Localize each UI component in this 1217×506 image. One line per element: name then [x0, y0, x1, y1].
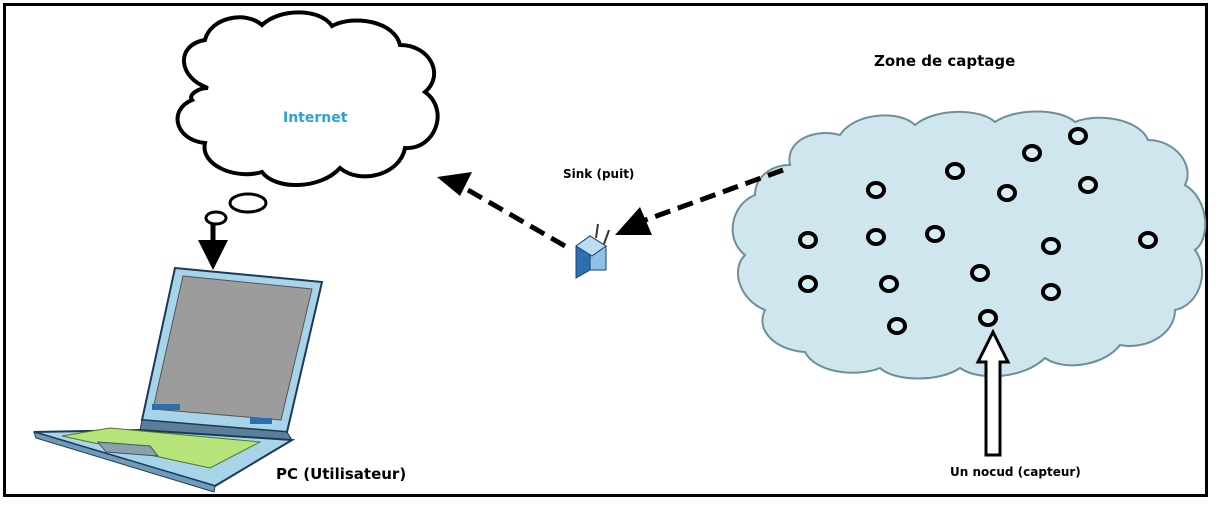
sensor-node — [978, 309, 998, 327]
arrow-sink-to-internet — [466, 187, 567, 249]
sensor-node — [970, 264, 990, 282]
internet-cloud — [175, 10, 440, 187]
zone-label: Zone de captage — [874, 52, 1016, 70]
sensor-node — [866, 181, 886, 199]
arrow-zone-to-sink-head — [615, 207, 652, 235]
internet-label: Internet — [283, 110, 348, 126]
sensor-node — [925, 225, 945, 243]
arrow-zone-to-sink — [639, 167, 784, 225]
thought-bubble-small — [204, 210, 228, 226]
sensor-nodes — [798, 127, 1158, 335]
sensor-node — [1041, 283, 1061, 301]
sensor-node — [1078, 176, 1098, 194]
sensor-node — [887, 317, 907, 335]
sensor-node — [1041, 237, 1061, 255]
node-label: Un nocud (capteur) — [950, 465, 1081, 479]
thought-bubble-large — [228, 192, 268, 214]
arrow-sink-to-internet-head — [437, 172, 472, 196]
sensor-node — [945, 162, 965, 180]
arrow-internet-to-pc-head — [198, 240, 228, 270]
sensor-node — [1138, 231, 1158, 249]
sink-label: Sink (puit) — [563, 167, 635, 181]
arrow-label-to-node — [975, 328, 1011, 457]
pc-label: PC (Utilisateur) — [276, 465, 407, 483]
sink-router-icon — [575, 223, 610, 279]
laptop-icon — [33, 266, 324, 493]
sensor-node — [1068, 127, 1088, 145]
sensor-node — [1022, 144, 1042, 162]
sensor-node — [997, 184, 1017, 202]
sensor-node — [798, 231, 818, 249]
sensor-node — [798, 275, 818, 293]
sensor-node — [866, 228, 886, 246]
sensor-node — [879, 275, 899, 293]
